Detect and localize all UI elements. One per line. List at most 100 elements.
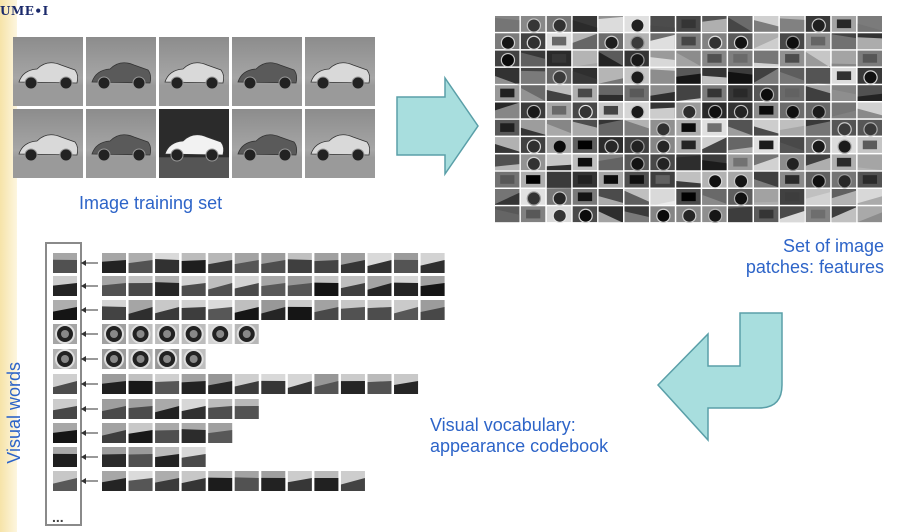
example-patch xyxy=(314,471,339,491)
example-patch xyxy=(102,349,126,369)
example-patch xyxy=(155,276,180,296)
example-patch xyxy=(155,447,180,467)
codebook-row xyxy=(53,471,365,491)
feature-patch xyxy=(831,33,857,50)
feature-patch xyxy=(728,137,753,153)
feature-patch xyxy=(572,33,598,50)
feature-patch xyxy=(520,171,546,188)
feature-patch xyxy=(624,67,649,85)
example-patch xyxy=(181,471,206,491)
example-patch xyxy=(102,300,126,320)
feature-patch xyxy=(572,154,598,171)
example-patch xyxy=(181,399,206,419)
example-patch xyxy=(261,300,286,320)
feature-patch xyxy=(495,102,520,119)
feature-patch xyxy=(754,119,779,136)
training-image-grid xyxy=(13,37,375,178)
feature-patch xyxy=(831,206,857,223)
feature-patch xyxy=(857,154,882,171)
feature-patch xyxy=(831,50,857,67)
example-patch xyxy=(102,276,126,296)
feature-patch xyxy=(754,50,779,67)
left-arrow-icon xyxy=(81,307,98,313)
feature-patch xyxy=(495,137,520,153)
left-arrow-icon xyxy=(81,331,98,337)
feature-patch xyxy=(572,189,598,205)
feature-patch xyxy=(624,137,649,154)
feature-patch xyxy=(728,16,753,33)
example-patch xyxy=(208,399,233,419)
example-patch xyxy=(181,276,206,296)
feature-patch xyxy=(702,67,727,84)
feature-patch xyxy=(702,85,727,101)
logo: UME•I xyxy=(0,4,49,18)
example-patch xyxy=(102,447,126,467)
feature-patch xyxy=(857,33,882,50)
feature-patch xyxy=(546,137,572,154)
visual-words-label: Visual words xyxy=(4,362,24,464)
feature-patch xyxy=(572,119,598,136)
feature-patch xyxy=(857,85,882,101)
example-patch xyxy=(128,253,153,273)
example-patch xyxy=(181,349,206,369)
feature-patch xyxy=(520,16,546,33)
example-patch xyxy=(394,374,419,394)
example-patch xyxy=(208,300,233,320)
feature-patch xyxy=(857,171,882,188)
feature-patch xyxy=(546,16,572,33)
feature-patch xyxy=(650,33,675,50)
feature-patch xyxy=(754,33,779,50)
example-patch xyxy=(102,471,126,491)
example-patch xyxy=(208,276,233,296)
feature-patch xyxy=(857,16,882,32)
example-patch xyxy=(208,253,233,273)
feature-patch xyxy=(650,16,675,32)
feature-patch xyxy=(546,119,572,136)
visual-word-patch xyxy=(53,324,77,344)
example-patch xyxy=(155,349,180,369)
feature-patch xyxy=(598,206,623,223)
feature-patch xyxy=(676,102,701,120)
feature-patch xyxy=(546,206,572,223)
feature-patch xyxy=(831,16,857,32)
feature-patch xyxy=(831,119,857,137)
example-patch xyxy=(394,300,419,320)
example-patch xyxy=(181,253,206,273)
patches-label: Set of image patches: features xyxy=(634,236,884,278)
feature-patch xyxy=(805,102,831,120)
feature-patch xyxy=(857,50,882,67)
example-patch xyxy=(314,300,339,320)
feature-patch xyxy=(728,102,753,120)
feature-patch xyxy=(702,16,727,32)
left-arrow-icon xyxy=(81,406,98,412)
codebook-row xyxy=(53,447,206,467)
feature-patch xyxy=(779,189,805,205)
feature-patch xyxy=(805,119,831,136)
feature-patch xyxy=(831,67,857,84)
feature-patch xyxy=(676,154,701,171)
example-patch xyxy=(102,324,126,344)
visual-word-patch xyxy=(53,447,77,467)
example-patch xyxy=(261,374,286,394)
feature-patch xyxy=(728,154,753,171)
side-bar xyxy=(0,0,17,532)
example-patch xyxy=(394,253,419,273)
example-patch xyxy=(102,374,126,394)
example-patch xyxy=(155,300,180,320)
feature-patch xyxy=(676,16,701,32)
feature-patch xyxy=(805,189,831,205)
feature-patch xyxy=(624,171,649,188)
example-patch xyxy=(234,374,259,394)
feature-patch xyxy=(572,206,598,223)
feature-patch xyxy=(520,189,546,206)
car-image xyxy=(86,109,156,178)
codebook-row xyxy=(53,349,206,369)
codebook xyxy=(53,253,445,491)
example-patch xyxy=(314,253,339,273)
vocabulary-label-line1: Visual vocabulary: xyxy=(430,415,576,435)
feature-patch xyxy=(779,119,805,136)
example-patch xyxy=(340,471,365,491)
feature-patch xyxy=(857,189,882,205)
visual-word-patch xyxy=(53,423,77,443)
feature-patch xyxy=(779,206,805,223)
